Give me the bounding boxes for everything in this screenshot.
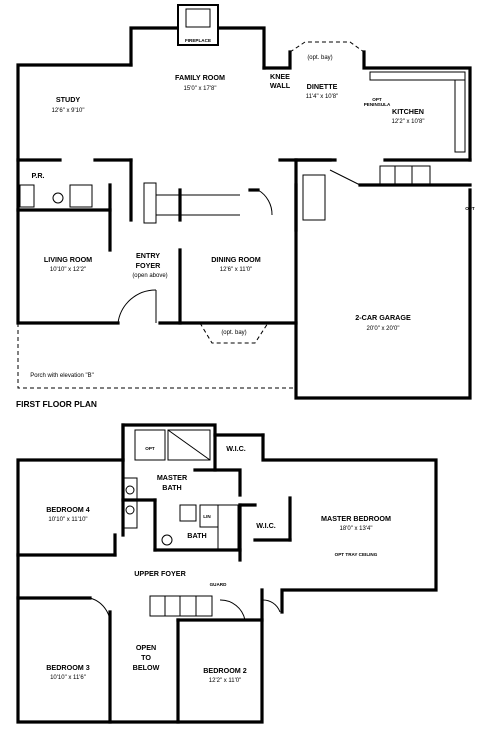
wic-bedroom-label: W.I.C. bbox=[256, 521, 276, 530]
opt-garage-label: OPT bbox=[465, 206, 475, 211]
dinette-label: DINETTE bbox=[307, 82, 338, 91]
bedroom3-label: BEDROOM 3 bbox=[46, 663, 90, 672]
wic-master-label: W.I.C. bbox=[226, 444, 246, 453]
first-floor-labels: FIREPLACE FAMILY ROOM 15'0" x 17'8" (opt… bbox=[16, 38, 475, 409]
living-room-dims: 10'10" x 12'2" bbox=[50, 267, 86, 273]
lin-label: LIN bbox=[203, 514, 211, 519]
knee-wall-label-2: WALL bbox=[270, 81, 291, 90]
open-above-label: (open above) bbox=[132, 273, 167, 279]
opt-peninsula-label-1: OPT bbox=[372, 97, 382, 102]
family-room-dims: 15'0" x 17'8" bbox=[184, 86, 217, 92]
powder-room-label: P.R. bbox=[31, 171, 44, 180]
dining-room-label: DINING ROOM bbox=[211, 255, 261, 264]
porch-label: Porch with elevation "B" bbox=[30, 373, 94, 379]
bedroom2-dims: 12'2" x 11'0" bbox=[209, 678, 241, 684]
opt-tub-label: OPT bbox=[145, 446, 155, 451]
opt-tray-label: OPT TRAY CEILING bbox=[335, 552, 378, 557]
bedroom3-dims: 10'10" x 11'6" bbox=[50, 675, 86, 681]
garage-dims: 20'0" x 20'0" bbox=[367, 326, 400, 332]
opt-peninsula-label-2: PENINSULA bbox=[364, 102, 391, 107]
master-bath-label-1: MASTER bbox=[157, 473, 188, 482]
master-bath-label-2: BATH bbox=[162, 483, 181, 492]
bedroom2-label: BEDROOM 2 bbox=[203, 666, 247, 675]
study-dims: 12'6" x 9'10" bbox=[52, 108, 85, 114]
second-floor-walls bbox=[16, 423, 438, 724]
dinette-dims: 11'4" x 10'8" bbox=[306, 94, 338, 100]
opt-bay-dining-label: (opt. bay) bbox=[221, 330, 246, 336]
dining-room-dims: 12'6" x 11'0" bbox=[220, 267, 252, 273]
first-floor-heading: FIRST FLOOR PLAN bbox=[16, 399, 97, 409]
knee-wall-label-1: KNEE bbox=[270, 72, 290, 81]
fireplace-label: FIREPLACE bbox=[185, 38, 211, 43]
kitchen-label: KITCHEN bbox=[392, 107, 424, 116]
fireplace bbox=[177, 4, 219, 46]
master-bedroom-label: MASTER BEDROOM bbox=[321, 514, 391, 523]
upper-foyer-label: UPPER FOYER bbox=[134, 569, 186, 578]
bedroom4-label: BEDROOM 4 bbox=[46, 505, 90, 514]
below-label: BELOW bbox=[133, 663, 160, 672]
opt-bay-top-label: (opt. bay) bbox=[307, 55, 332, 61]
second-floor-labels: OPT W.I.C. MASTER BATH LIN BATH W.I.C. B… bbox=[46, 444, 391, 684]
entry-label: ENTRY bbox=[136, 251, 160, 260]
to-label: TO bbox=[141, 653, 151, 662]
first-floor-walls bbox=[16, 4, 472, 400]
kitchen-dims: 12'2" x 10'8" bbox=[392, 119, 425, 125]
master-bedroom-dims: 18'0" x 13'4" bbox=[340, 526, 373, 532]
bath-label: BATH bbox=[187, 531, 206, 540]
living-room-label: LIVING ROOM bbox=[44, 255, 92, 264]
bedroom4-dims: 10'10" x 11'10" bbox=[48, 517, 87, 523]
family-room-label: FAMILY ROOM bbox=[175, 73, 225, 82]
guard-label: GUARD bbox=[210, 582, 228, 587]
open-label: OPEN bbox=[136, 643, 156, 652]
study-label: STUDY bbox=[56, 95, 81, 104]
foyer-label: FOYER bbox=[136, 261, 162, 270]
garage-label: 2-CAR GARAGE bbox=[355, 313, 411, 322]
